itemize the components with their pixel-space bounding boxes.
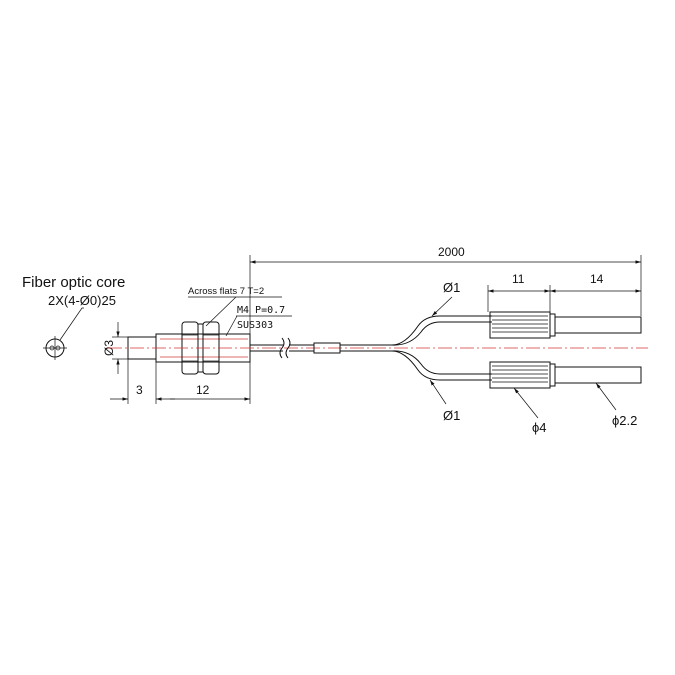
- fiber-lower-b: [391, 350, 492, 381]
- fiber-upper-label: Ø1: [443, 280, 460, 295]
- sleeve-diameter-label: ϕ4: [532, 420, 547, 435]
- fiber-upper-leader: [431, 296, 453, 317]
- thread-leader: [225, 315, 238, 337]
- across-flats-leader: [205, 296, 237, 327]
- fiber-lower-a: [391, 350, 492, 375]
- splitter-sleeve: [313, 342, 341, 354]
- sleeve-length-label: 11: [512, 272, 525, 286]
- upper-tip: [554, 316, 642, 334]
- core-legend: Fiber optic core 2X(4-Ø0)25: [22, 274, 125, 360]
- lower-knurl: [492, 365, 548, 383]
- connectors: 11 14 ϕ4 ϕ2.2: [487, 272, 642, 435]
- fiber-upper-b: [391, 321, 492, 346]
- tip-length-label: 14: [590, 272, 604, 286]
- legend-title: Fiber optic core: [22, 274, 125, 291]
- tip-dim-label: 3: [136, 383, 143, 397]
- tip-diameter-label: ϕ2.2: [612, 413, 637, 428]
- lower-tip: [554, 366, 642, 384]
- fiber-lower-label: Ø1: [443, 408, 460, 423]
- cable: Ø1 Ø1 2000: [108, 245, 648, 423]
- total-length-label: 2000: [438, 245, 465, 259]
- break-mark-left: [279, 337, 285, 359]
- sensor-head: Across flats 7 T=2 M4 P=0.7 SUS303 Ø3 3 …: [102, 286, 292, 404]
- tip-diameter-leader: [595, 382, 617, 411]
- core-leader: [59, 307, 84, 341]
- len-dim-label: 12: [196, 383, 210, 397]
- upper-sleeve-collar: [549, 313, 556, 337]
- upper-knurl: [492, 315, 548, 333]
- break-mark-right: [285, 337, 291, 359]
- sleeve-diameter-leader: [513, 387, 539, 419]
- fiber-lower-leader: [429, 379, 447, 405]
- thread-label: M4 P=0.7: [237, 305, 285, 316]
- legend-core-spec: 2X(4-Ø0)25: [48, 293, 116, 308]
- across-flats-label: Across flats 7 T=2: [188, 286, 264, 297]
- lower-sleeve-collar: [549, 363, 556, 387]
- material-label: SUS303: [237, 320, 273, 331]
- fiber-upper-a: [391, 315, 492, 346]
